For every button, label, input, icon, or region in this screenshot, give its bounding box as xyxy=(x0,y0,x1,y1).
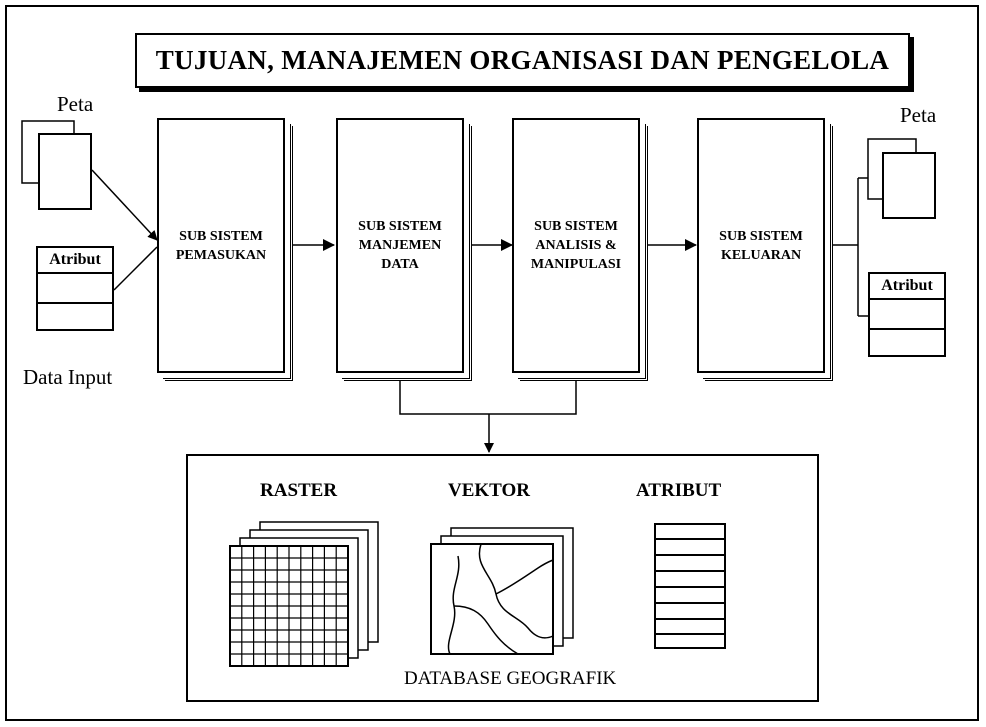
title-text: TUJUAN, MANAJEMEN ORGANISASI DAN PENGELO… xyxy=(155,45,890,75)
subsystem-label: SUB SISTEM MANJEMEN DATA xyxy=(358,219,442,272)
vektor-map-icon xyxy=(430,527,574,655)
input-atribut-row xyxy=(38,274,112,304)
output-atribut-label: Atribut xyxy=(870,274,944,300)
output-map-icon xyxy=(867,138,936,219)
input-atribut-label: Atribut xyxy=(38,248,112,274)
subsystem-keluaran: SUB SISTEM KELUARAN xyxy=(697,118,825,373)
diagram-title: TUJUAN, MANAJEMEN ORGANISASI DAN PENGELO… xyxy=(135,33,910,88)
subsystem-analisis-manipulasi: SUB SISTEM ANALISIS & MANIPULASI xyxy=(512,118,640,373)
subsystem-pemasukan: SUB SISTEM PEMASUKAN xyxy=(157,118,285,373)
database-caption: DATABASE GEOGRAFIK xyxy=(404,668,617,689)
input-atribut-row xyxy=(38,304,112,333)
subsystem-label: SUB SISTEM ANALISIS & MANIPULASI xyxy=(530,219,622,272)
input-map-icon xyxy=(21,120,92,210)
database-geografik-box: RASTER VEKTOR ATRIBUT xyxy=(186,454,819,702)
output-atribut-row xyxy=(870,330,944,359)
atribut-list-icon xyxy=(654,523,726,649)
vektor-heading: VEKTOR xyxy=(448,480,531,501)
output-atribut-table: Atribut xyxy=(868,272,946,357)
database-graphics xyxy=(229,521,726,667)
subsystem-label: SUB SISTEM KELUARAN xyxy=(719,228,803,263)
subsystem-label: SUB SISTEM PEMASUKAN xyxy=(175,228,267,263)
subsystem-manajemen-data: SUB SISTEM MANJEMEN DATA xyxy=(336,118,464,373)
output-peta-label: Peta xyxy=(900,103,937,127)
input-atribut-table: Atribut xyxy=(36,246,114,331)
raster-grid-icon xyxy=(229,521,379,667)
output-atribut-row xyxy=(870,300,944,330)
raster-heading: RASTER xyxy=(260,480,338,501)
input-peta-label: Peta xyxy=(57,92,94,116)
data-input-caption: Data Input xyxy=(23,365,113,389)
atribut-heading: ATRIBUT xyxy=(636,480,722,501)
diagram-frame xyxy=(5,5,979,721)
